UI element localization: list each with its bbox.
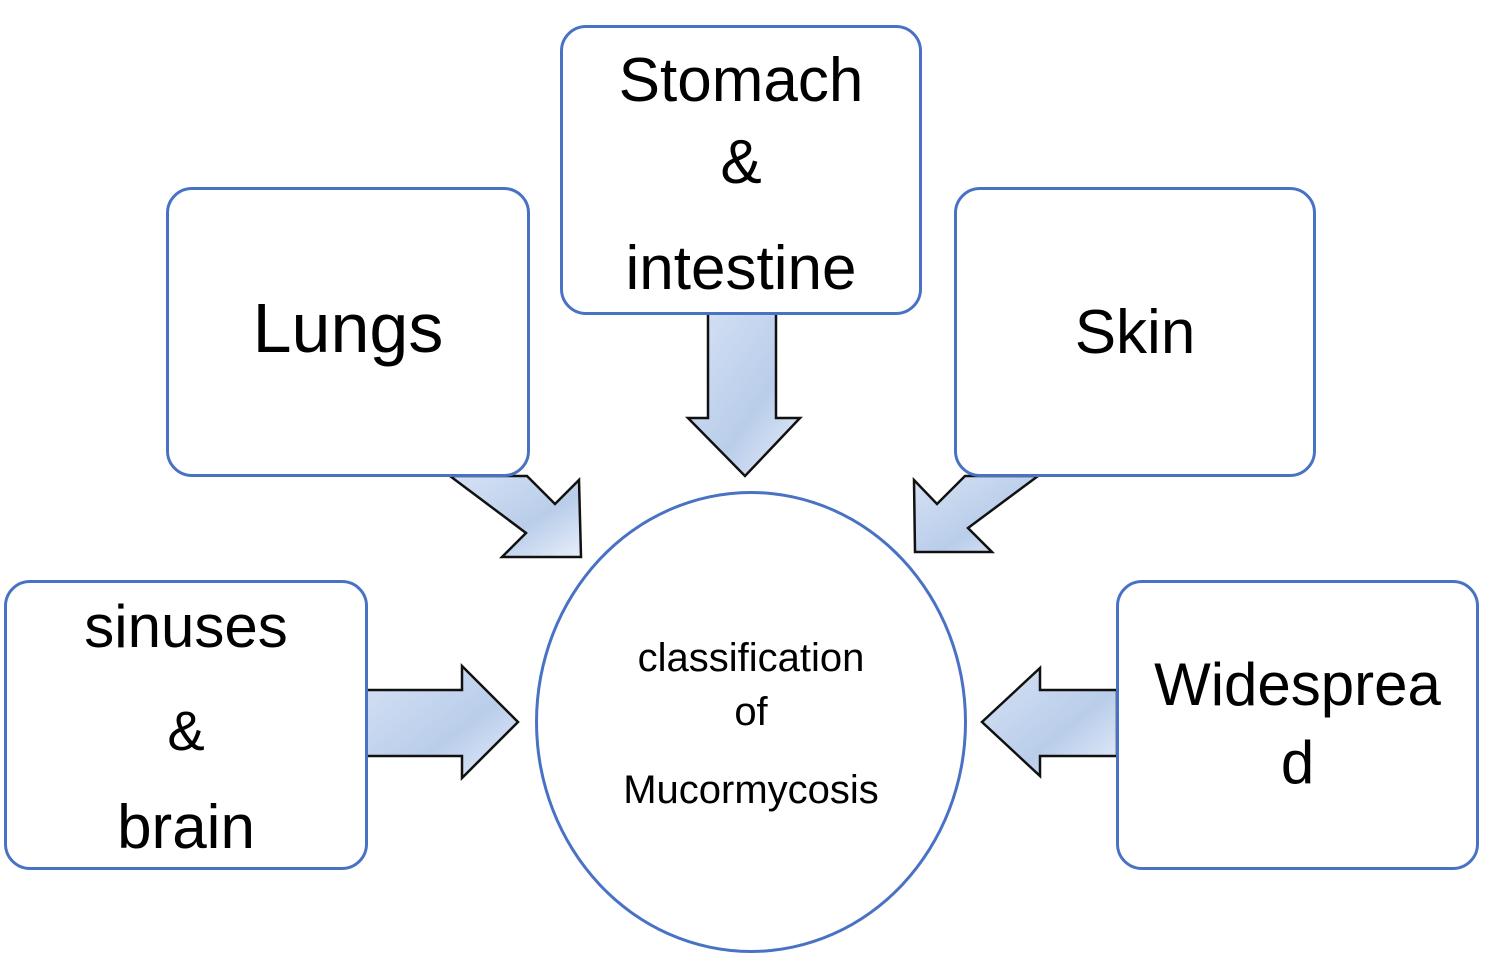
node-lungs-label: Lungs: [252, 289, 444, 367]
arrow-lungs-to-center: [446, 474, 583, 559]
center-classification-circle: classification of Mucormycosis: [535, 491, 967, 953]
arrow-widespread-to-center: [980, 665, 1119, 779]
arrow-skin-to-center: [912, 474, 1042, 554]
center-line2: of: [734, 690, 768, 734]
node-widespread: Widesprea d: [1116, 580, 1479, 870]
center-line1: classification: [637, 636, 865, 680]
node-stomach-intestine: Stomach & intestine: [560, 25, 922, 315]
center-line3: Mucormycosis: [623, 768, 879, 812]
arrow-stomach-to-center: [685, 310, 803, 478]
node-skin: Skin: [954, 187, 1316, 477]
node-stomach-line1: Stomach: [618, 46, 864, 115]
node-lungs: Lungs: [166, 187, 530, 477]
node-sinuses-line2: &: [167, 699, 205, 762]
node-skin-label: Skin: [1074, 298, 1196, 367]
arrow-sinuses-to-center: [364, 662, 520, 782]
node-stomach-line2: &: [720, 128, 762, 197]
node-sinuses-line3: brain: [117, 793, 255, 862]
node-stomach-line3: intestine: [625, 234, 857, 303]
node-widespread-line1: Widesprea: [1154, 651, 1441, 718]
node-sinuses-brain: sinuses & brain: [4, 580, 368, 870]
node-sinuses-line1: sinuses: [84, 593, 288, 660]
node-widespread-line2: d: [1280, 729, 1315, 796]
